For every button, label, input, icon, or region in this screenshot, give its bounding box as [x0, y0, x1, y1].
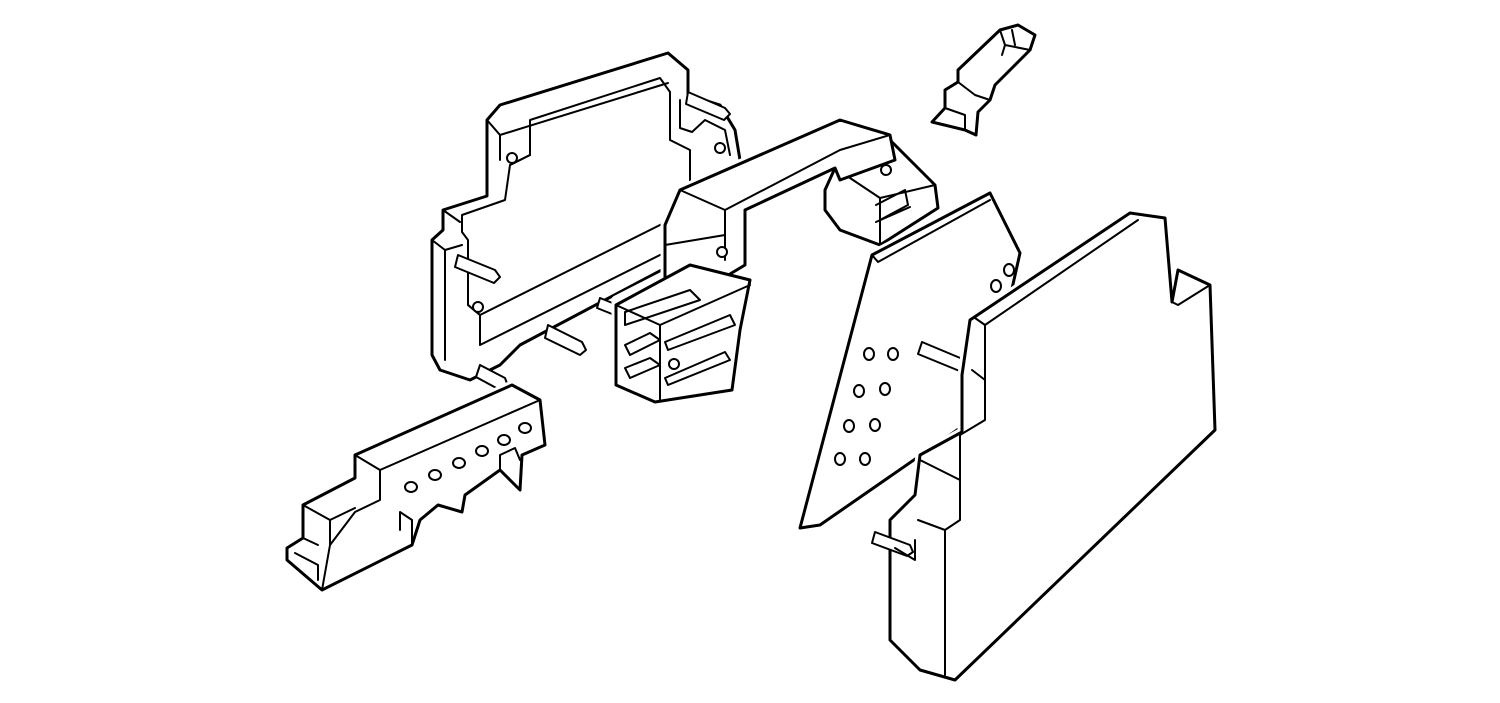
top-bridge-part [611, 115, 945, 407]
rear-frame-part [427, 48, 745, 391]
front-cover-part [871, 208, 1220, 685]
terminal-block-part [282, 380, 550, 595]
contact-spring-part [927, 20, 1040, 140]
